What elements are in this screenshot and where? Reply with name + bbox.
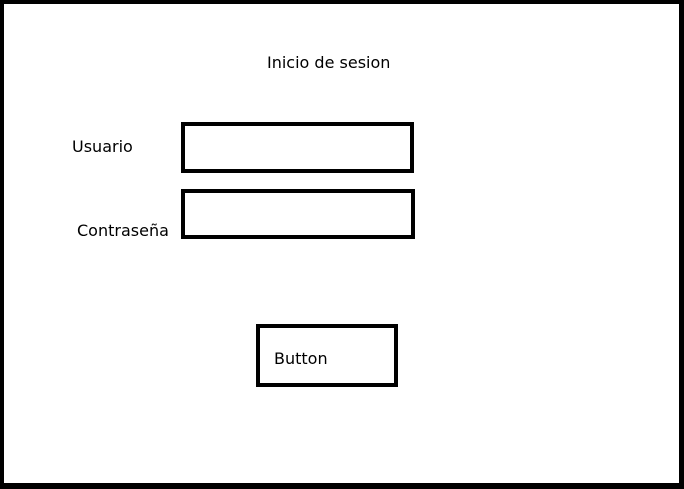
password-label: Contraseña bbox=[77, 221, 169, 240]
page-title: Inicio de sesion bbox=[267, 53, 391, 72]
username-input[interactable] bbox=[181, 122, 414, 173]
submit-button-label: Button bbox=[274, 349, 328, 368]
submit-button[interactable]: Button bbox=[256, 324, 398, 387]
username-label: Usuario bbox=[72, 137, 133, 156]
password-input[interactable] bbox=[181, 189, 415, 239]
